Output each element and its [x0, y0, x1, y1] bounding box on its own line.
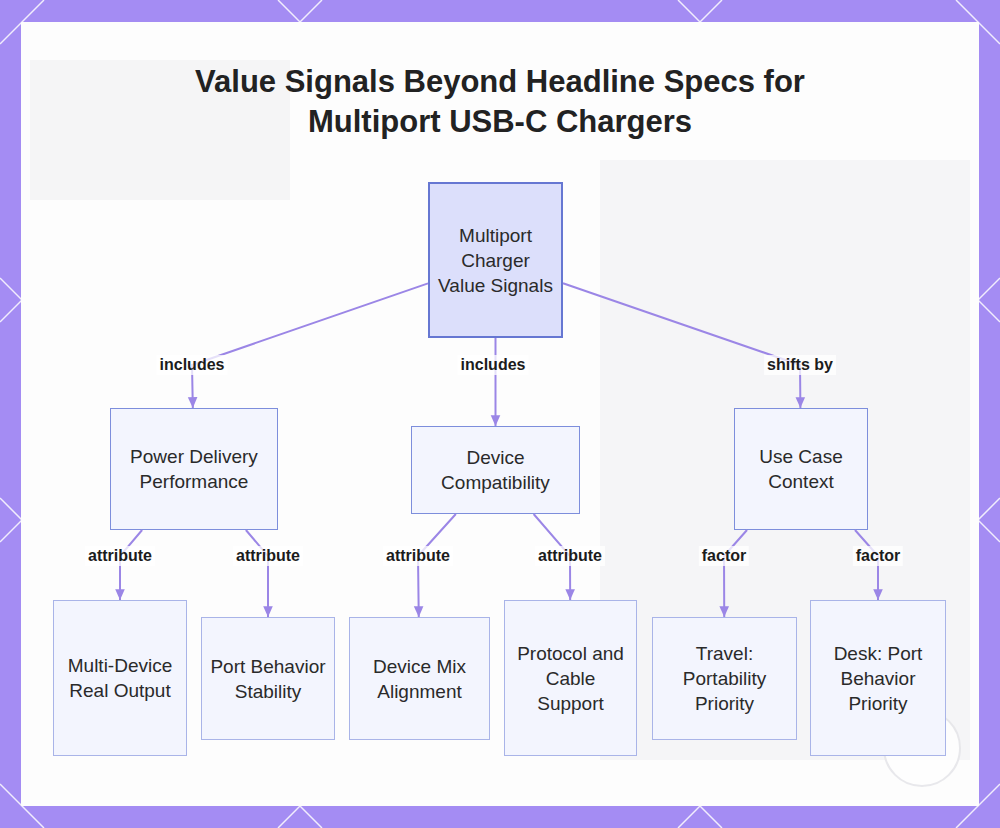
edge-label: factor [853, 546, 903, 566]
root-box: Multiport Charger Value Signals [428, 182, 563, 338]
edge-label: factor [699, 546, 749, 566]
node-label: Multiport Charger Value Signals [430, 219, 561, 302]
edge-label: shifts by [764, 355, 836, 375]
node-label: Desk: Port Behavior Priority [811, 637, 945, 720]
connector [246, 530, 268, 617]
node-label: Power Delivery Performance [111, 440, 277, 498]
concept-box: Multi-Device Real Output [53, 600, 187, 756]
concept-box: Desk: Port Behavior Priority [810, 600, 946, 756]
concept-box: Use Case Context [734, 408, 868, 530]
concept-box: Travel: Portability Priority [652, 617, 797, 740]
canvas-panel [21, 22, 979, 806]
edge-label: attribute [85, 546, 155, 566]
concept-box: Device Compatibility [411, 426, 580, 514]
node-label: Use Case Context [735, 440, 867, 498]
blurred-backdrop [600, 160, 970, 760]
edge-label: attribute [383, 546, 453, 566]
connector [495, 338, 497, 426]
edge-label: attribute [535, 546, 605, 566]
edge-label: attribute [233, 546, 303, 566]
edge-label: includes [157, 355, 228, 375]
concept-box: Protocol and Cable Support [504, 600, 637, 756]
node-label: Device Mix Alignment [350, 650, 489, 708]
concept-box: Device Mix Alignment [349, 617, 490, 740]
connector [724, 530, 747, 617]
node-label: Port Behavior Stability [202, 650, 334, 708]
concept-box: Power Delivery Performance [110, 408, 278, 530]
connector [563, 283, 800, 408]
node-label: Protocol and Cable Support [505, 637, 636, 720]
concept-box: Port Behavior Stability [201, 617, 335, 740]
node-label: Multi-Device Real Output [54, 649, 186, 707]
node-label: Travel: Portability Priority [653, 637, 796, 720]
node-label: Device Compatibility [412, 441, 579, 499]
edge-label: includes [458, 355, 529, 375]
connector [192, 283, 428, 408]
diagram-title: Value Signals Beyond Headline Specs for … [150, 62, 850, 142]
